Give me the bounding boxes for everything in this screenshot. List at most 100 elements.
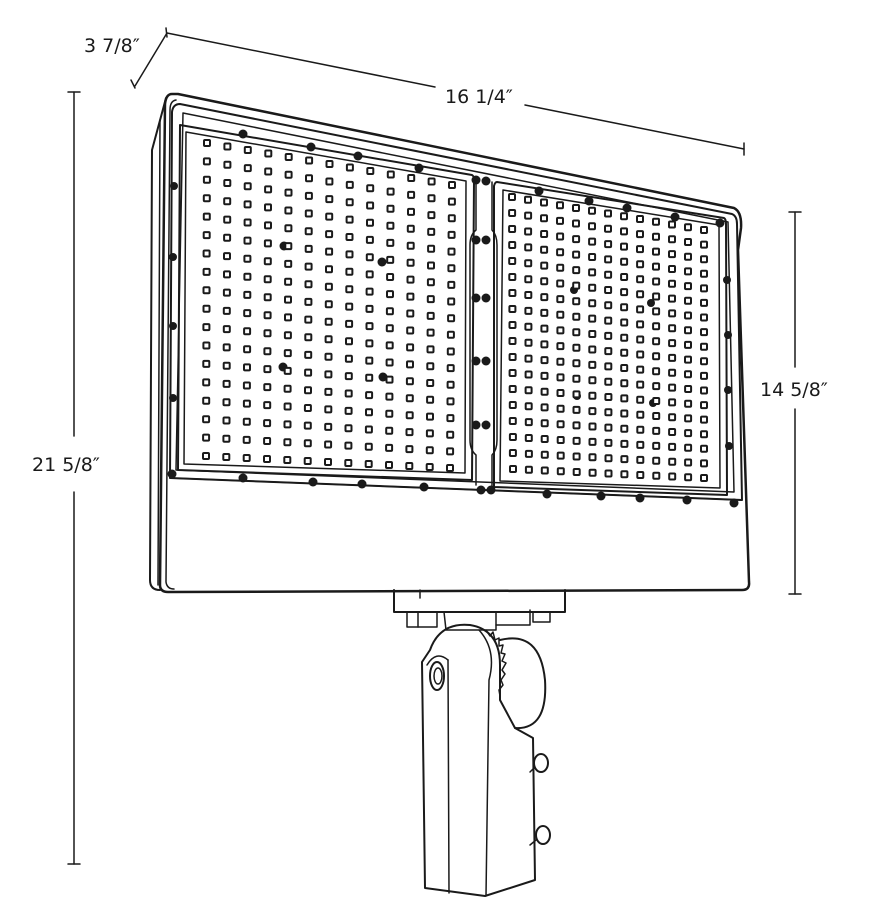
led-chip (636, 440, 645, 449)
led-chip (508, 225, 517, 233)
led-chip (344, 372, 353, 381)
led-chip (304, 244, 313, 253)
led-chip (344, 406, 353, 415)
led-chip (668, 428, 677, 436)
led-chip (684, 385, 693, 393)
led-chip (604, 362, 613, 371)
led-chip (540, 308, 549, 317)
led-chip (636, 425, 645, 434)
led-chip (264, 221, 272, 230)
led-chip (604, 469, 613, 478)
led-chip (406, 309, 415, 318)
led-chip (700, 240, 708, 249)
led-chip (365, 270, 374, 279)
led-chip (652, 247, 660, 256)
led-chip (264, 149, 273, 158)
led-chip (427, 211, 436, 220)
led-chip (588, 437, 597, 446)
led-chip (385, 392, 394, 401)
led-chip (508, 337, 517, 345)
led-chip (588, 206, 596, 215)
led-chip (264, 203, 272, 212)
led-chip (556, 326, 565, 335)
led-chip (446, 447, 455, 456)
led-chip (524, 322, 533, 331)
led-chip (325, 230, 334, 239)
led-chip (636, 455, 645, 464)
led-chip (263, 329, 272, 338)
led-chip (652, 471, 661, 480)
led-chip (524, 275, 533, 284)
led-chip (365, 356, 374, 365)
led-chip (684, 326, 692, 335)
led-chip (700, 342, 708, 351)
led-chip (407, 174, 416, 182)
led-chip (524, 227, 533, 236)
led-chip (284, 313, 292, 322)
dimension-overall-height: 21 5/8″ (32, 91, 100, 865)
led-chip (345, 198, 354, 207)
led-chip (324, 282, 333, 291)
led-chip (425, 446, 434, 455)
led-chip (243, 345, 252, 354)
led-chip (604, 301, 613, 310)
led-chip (242, 381, 251, 390)
led-chip (263, 257, 272, 266)
led-chip (508, 305, 517, 313)
led-chip (324, 300, 333, 309)
led-chip (406, 326, 415, 335)
led-chip (324, 352, 333, 361)
led-chip (283, 384, 292, 393)
led-chip (556, 467, 565, 476)
led-chip (540, 403, 549, 412)
led-chip (508, 257, 517, 265)
led-chip (700, 313, 708, 322)
led-chip (636, 275, 645, 284)
led-chip (345, 215, 354, 224)
led-chip (427, 194, 436, 203)
led-chip (365, 391, 374, 400)
led-chip (572, 204, 580, 212)
led-chip (588, 253, 597, 261)
led-chip (556, 310, 565, 319)
led-chip (572, 328, 581, 337)
led-chip (447, 247, 456, 256)
led-chip (668, 235, 676, 244)
led-chip (524, 386, 533, 395)
led-chip (684, 252, 692, 261)
led-chip (604, 286, 613, 294)
led-chip (620, 288, 629, 297)
led-chip (264, 167, 273, 176)
led-chip (304, 297, 313, 306)
led-chip (572, 266, 581, 275)
led-chip (427, 261, 435, 270)
led-chip (242, 417, 251, 426)
led-chip (636, 245, 644, 254)
led-chip (508, 193, 516, 201)
led-chip (385, 409, 394, 418)
led-chip (684, 414, 693, 423)
led-chip (386, 238, 395, 247)
led-chip (588, 360, 597, 369)
led-chip (407, 207, 415, 216)
led-chip (652, 232, 660, 241)
led-chip (556, 373, 565, 382)
led-chip (202, 212, 211, 221)
led-chip (572, 436, 581, 445)
led-chip (303, 457, 312, 465)
led-chip (700, 226, 708, 234)
led-chip (284, 277, 293, 286)
led-chip (202, 452, 210, 460)
led-chip (324, 405, 333, 414)
led-chip (636, 320, 645, 329)
led-chip (426, 412, 434, 421)
led-chip (303, 421, 312, 430)
led-chip (652, 337, 661, 346)
led-chip (284, 206, 293, 215)
led-chip (684, 296, 692, 305)
led-chip (263, 437, 272, 445)
led-chip (344, 389, 353, 398)
led-chip (365, 304, 374, 313)
led-chip (283, 420, 292, 429)
led-chip (222, 288, 231, 297)
